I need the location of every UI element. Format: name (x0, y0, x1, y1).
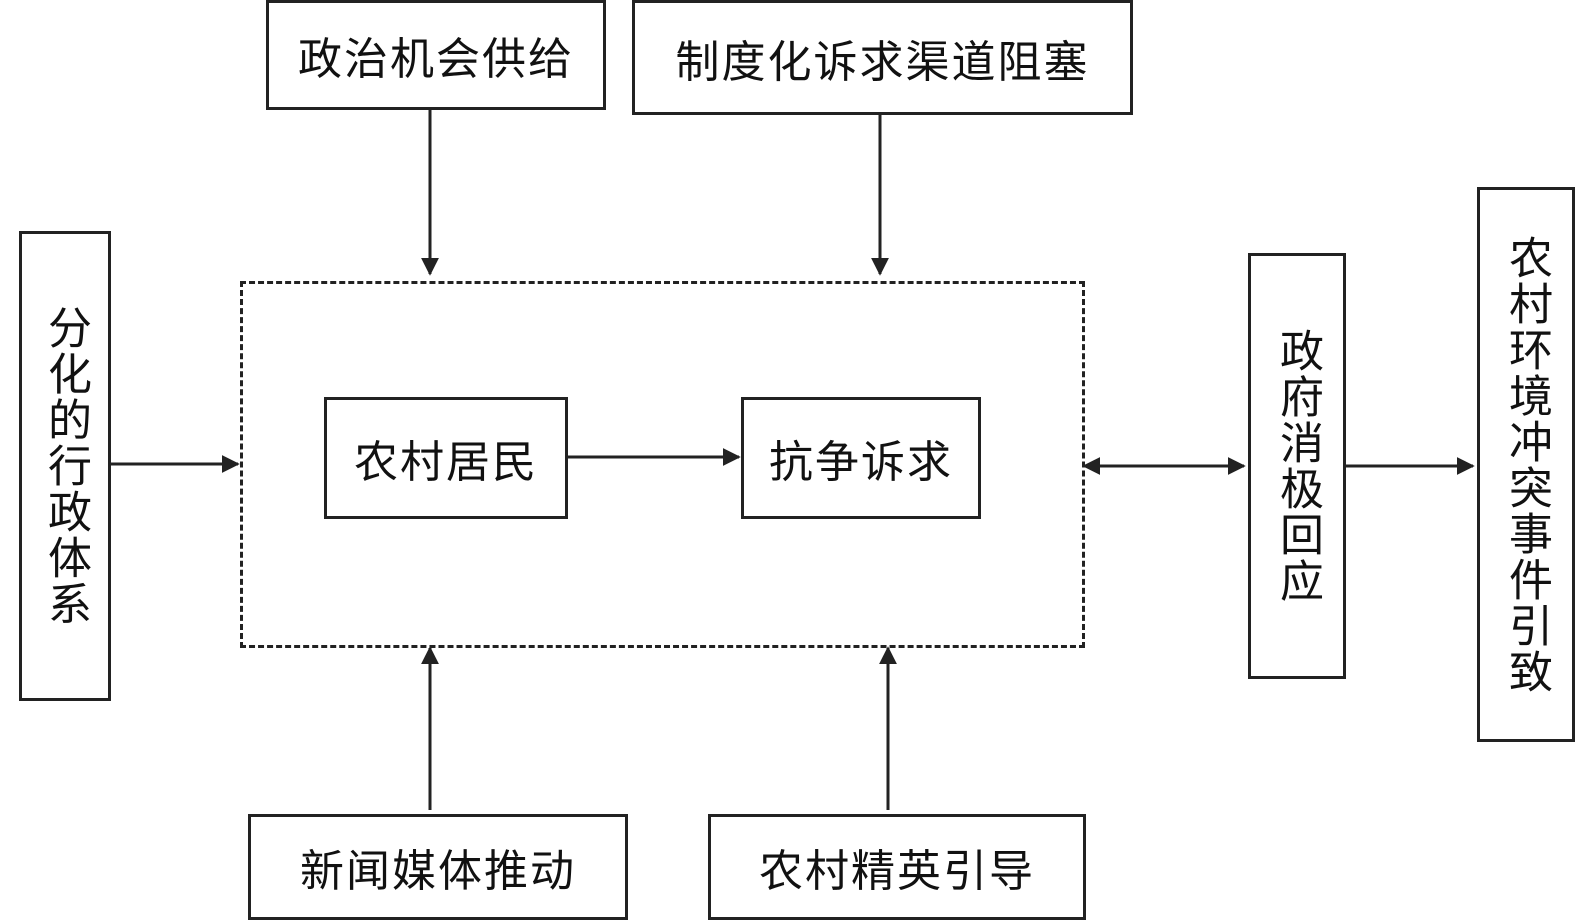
node-bottom-right: 农村精英引导 (708, 814, 1086, 920)
node-top-left-label: 政治机会供给 (298, 34, 574, 85)
node-government: 政府消极回应 (1248, 253, 1346, 679)
node-left-label: 分化的行政体系 (40, 305, 91, 627)
node-bottom-left-label: 新闻媒体推动 (300, 846, 576, 897)
node-top-left: 政治机会供给 (266, 0, 606, 110)
node-center-left: 农村居民 (324, 397, 568, 519)
node-bottom-left: 新闻媒体推动 (248, 814, 628, 920)
node-top-right-label: 制度化诉求渠道阻塞 (675, 36, 1090, 88)
node-center-right: 抗争诉求 (741, 397, 981, 519)
node-center-right-label: 抗争诉求 (769, 437, 953, 488)
central-frame (240, 281, 1085, 648)
node-left: 分化的行政体系 (19, 231, 111, 701)
node-outcome-label: 农村环境冲突事件引致 (1501, 234, 1552, 695)
node-center-left-label: 农村居民 (354, 437, 538, 488)
node-government-label: 政府消极回应 (1272, 328, 1323, 604)
node-bottom-right-label: 农村精英引导 (759, 846, 1035, 897)
node-top-right: 制度化诉求渠道阻塞 (632, 0, 1133, 115)
node-outcome: 农村环境冲突事件引致 (1477, 187, 1575, 742)
